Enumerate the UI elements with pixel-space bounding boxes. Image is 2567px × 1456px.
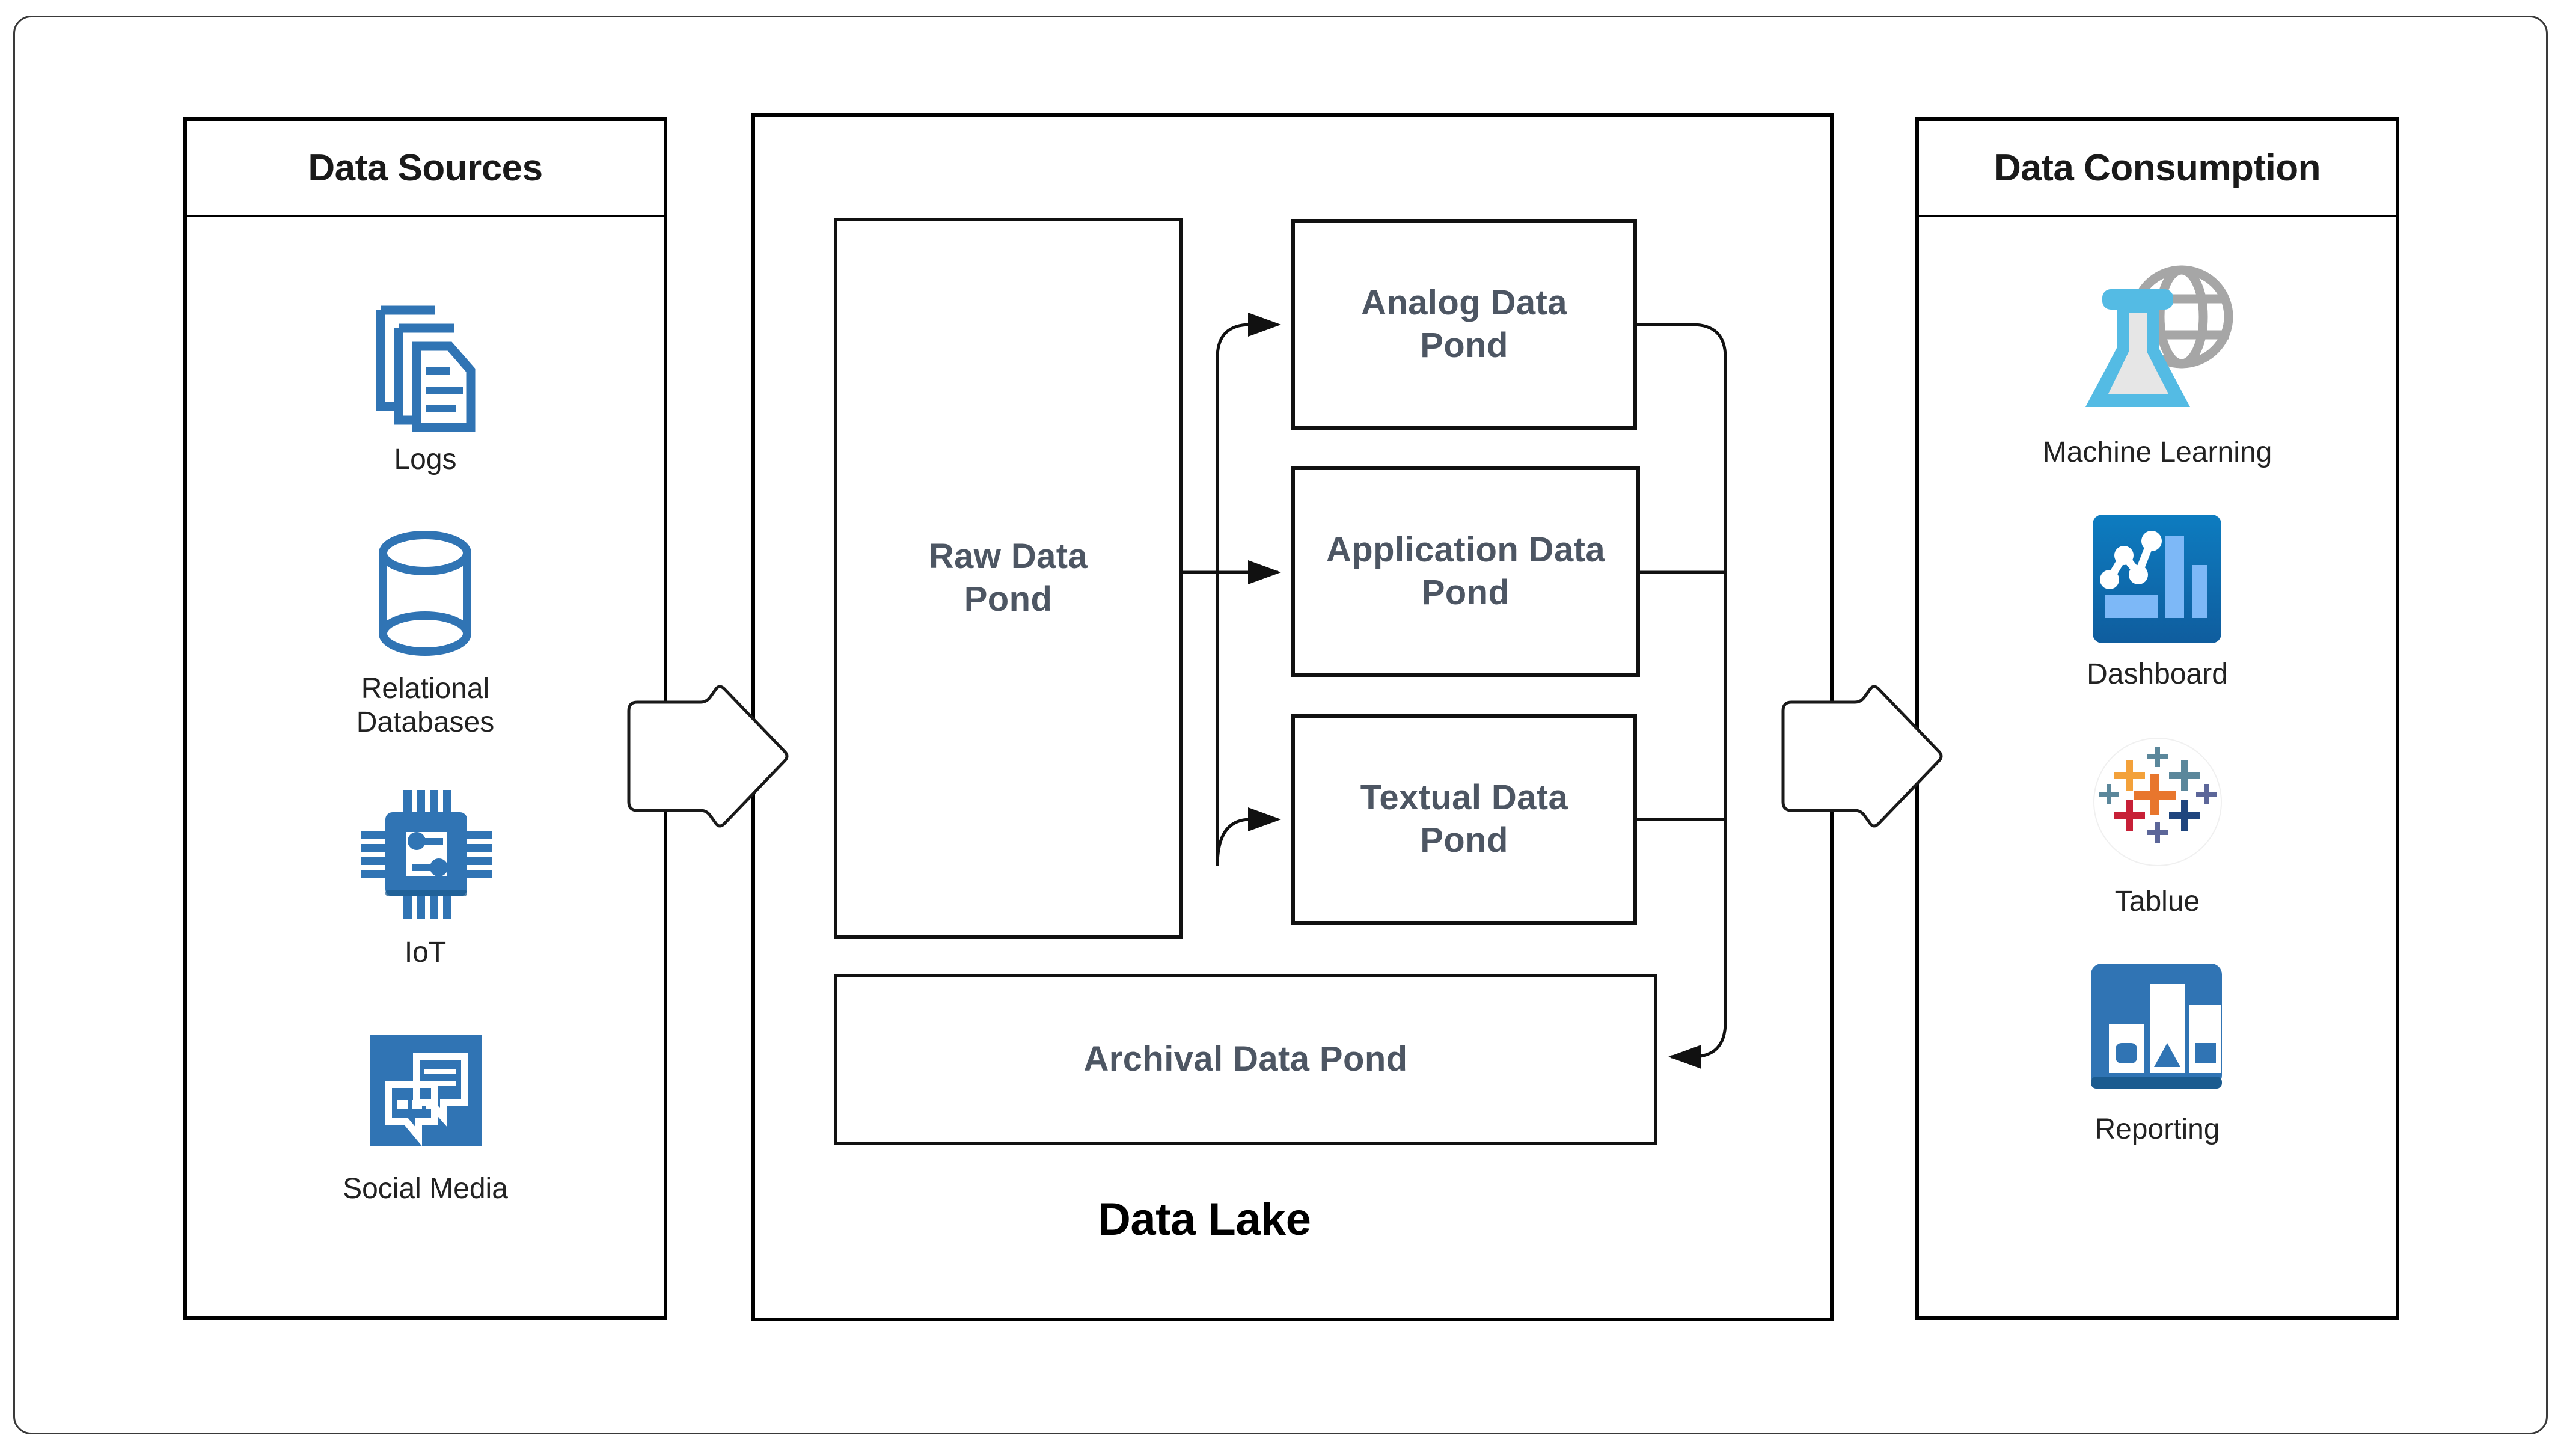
consumption-label-tablue: Tablue	[2114, 886, 2200, 918]
consumption-label-machine-learning: Machine Learning	[2042, 436, 2272, 468]
pond-label-textual-data: Textual Data Pond	[1360, 778, 1568, 860]
flask-globe-icon	[2067, 258, 2248, 426]
pond-textual-data[interactable]: Textual Data Pond	[1291, 714, 1637, 925]
source-item-relational-databases[interactable]: Relational Databases	[356, 524, 494, 740]
microchip-icon	[356, 782, 495, 926]
data-consumption-panel: Data Consumption	[1915, 117, 2399, 1320]
data-consumption-header: Data Consumption	[1919, 121, 2396, 217]
source-item-iot[interactable]: IoT	[356, 782, 495, 970]
pond-raw-data[interactable]: Raw Data Pond	[834, 218, 1183, 939]
documents-stack-icon	[363, 283, 489, 433]
source-label-social-media: Social Media	[343, 1172, 508, 1205]
tableau-plus-marks-icon	[2085, 731, 2230, 875]
data-consumption-list: Machine Learning	[1919, 217, 2396, 1316]
consumption-label-dashboard: Dashboard	[2087, 658, 2228, 690]
consumption-item-reporting[interactable]: Reporting	[2084, 959, 2231, 1147]
source-item-logs[interactable]: Logs	[363, 283, 489, 477]
source-item-social-media[interactable]: Social Media	[343, 1018, 508, 1207]
pond-analog-data[interactable]: Analog Data Pond	[1291, 219, 1637, 430]
consumption-item-machine-learning[interactable]: Machine Learning	[2043, 258, 2272, 470]
pond-label-raw-data: Raw Data Pond	[928, 537, 1088, 619]
page-frame	[13, 16, 2548, 1434]
data-lake-title: Data Lake	[1098, 1194, 1311, 1245]
source-label-iot: IoT	[404, 936, 447, 968]
database-cylinder-icon	[365, 524, 485, 662]
data-sources-title: Data Sources	[308, 147, 543, 189]
data-sources-list: Logs Relational Databases	[187, 217, 664, 1316]
dashboard-chart-icon	[2088, 510, 2226, 648]
pond-archival-data[interactable]: Archival Data Pond	[834, 974, 1657, 1145]
pond-application-data[interactable]: Application Data Pond	[1291, 466, 1640, 677]
pond-label-archival-data: Archival Data Pond	[1083, 1039, 1408, 1079]
pond-label-analog-data: Analog Data Pond	[1361, 283, 1567, 365]
consumption-item-dashboard[interactable]: Dashboard	[2087, 510, 2228, 692]
consumption-label-reporting: Reporting	[2094, 1113, 2220, 1145]
consumption-item-tablue[interactable]: Tablue	[2085, 731, 2230, 919]
data-sources-header: Data Sources	[187, 121, 664, 217]
bar-chart-icon	[2084, 959, 2231, 1103]
source-label-relational-databases: Relational Databases	[356, 672, 495, 739]
pond-label-application-data: Application Data Pond	[1326, 530, 1605, 612]
data-sources-panel: Data Sources	[183, 117, 667, 1320]
data-consumption-title: Data Consumption	[1993, 147, 2321, 189]
source-label-logs: Logs	[394, 444, 457, 476]
chat-bubbles-icon	[353, 1018, 498, 1163]
